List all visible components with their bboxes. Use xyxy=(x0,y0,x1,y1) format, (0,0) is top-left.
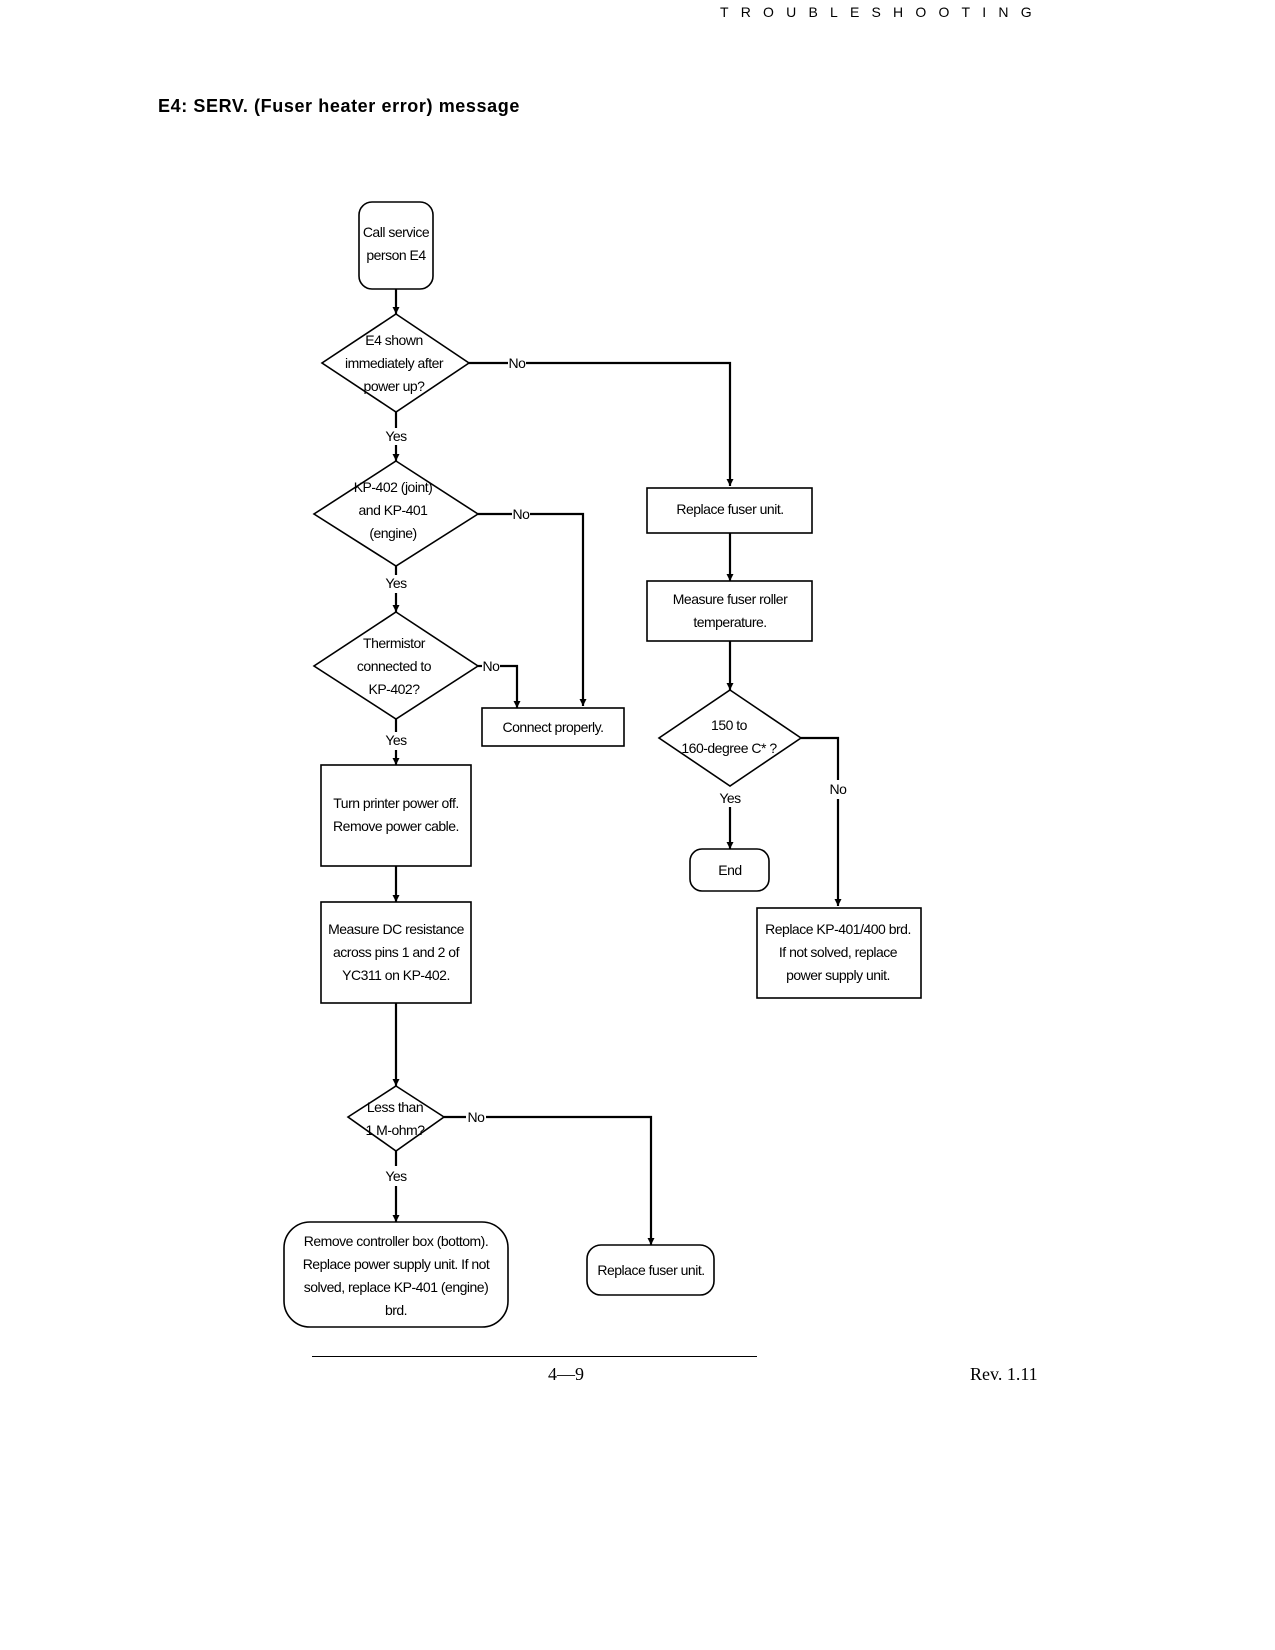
connector-q5-no xyxy=(801,736,840,780)
replace-kp401-text: Replace KP-401/400 brd.If not solved, re… xyxy=(765,921,911,983)
decision-kp402-kp401 xyxy=(312,460,480,567)
measure-roller-box xyxy=(646,580,813,642)
q2-yes-label: Yes xyxy=(385,575,407,591)
replace-fuser-bottom-terminal xyxy=(586,1244,715,1296)
remove-controller-text: Remove controller box (bottom).Replace p… xyxy=(303,1233,490,1318)
q5-no-label: No xyxy=(830,781,848,797)
remove-controller-terminal xyxy=(283,1221,509,1328)
end-terminal xyxy=(689,848,770,892)
q3-no-label: No xyxy=(483,658,501,674)
connector-q4-no-arrow xyxy=(486,1115,655,1245)
replace-fuser-top-box xyxy=(646,487,813,534)
turn-power-off-text: Turn printer power off.Remove power cabl… xyxy=(333,795,459,834)
measure-dc-box xyxy=(320,901,472,1004)
end-text: End xyxy=(718,862,741,878)
decision-less-1mohm xyxy=(346,1085,446,1152)
connector-q2-no-arrow xyxy=(530,512,587,706)
connector-q1-no-arrow xyxy=(526,361,734,486)
q4-yes-label: Yes xyxy=(385,1168,407,1184)
q3-yes-label: Yes xyxy=(385,732,407,748)
section-header: TROUBLESHOOTING xyxy=(720,4,1044,20)
replace-fuser-top-text: Replace fuser unit. xyxy=(676,501,783,517)
connector-q3-no-arrow xyxy=(500,664,521,708)
decision-e4-powerup xyxy=(320,313,471,413)
replace-kp401-box xyxy=(756,907,922,999)
decision-kp402-kp401-text: KP-402 (joint)and KP-401(engine) xyxy=(354,479,433,541)
page-number: 4—9 xyxy=(548,1364,584,1384)
connect-properly-box xyxy=(481,707,625,747)
revision-label: Rev. 1.11 xyxy=(970,1364,1038,1384)
footer-rule xyxy=(312,1356,757,1357)
decision-temperature xyxy=(657,689,803,787)
connect-properly-text: Connect properly. xyxy=(503,719,604,735)
q5-yes-label: Yes xyxy=(719,790,741,806)
q1-yes-label: Yes xyxy=(385,428,407,444)
turn-power-off-box xyxy=(320,764,472,867)
replace-fuser-bottom-text: Replace fuser unit. xyxy=(597,1262,704,1278)
decision-thermistor xyxy=(312,611,480,720)
start-terminal xyxy=(358,201,434,290)
q1-no-label: No xyxy=(509,355,527,371)
q4-no-label: No xyxy=(468,1109,486,1125)
q2-no-label: No xyxy=(513,506,531,522)
page-title: E4: SERV. (Fuser heater error) message xyxy=(158,96,520,116)
